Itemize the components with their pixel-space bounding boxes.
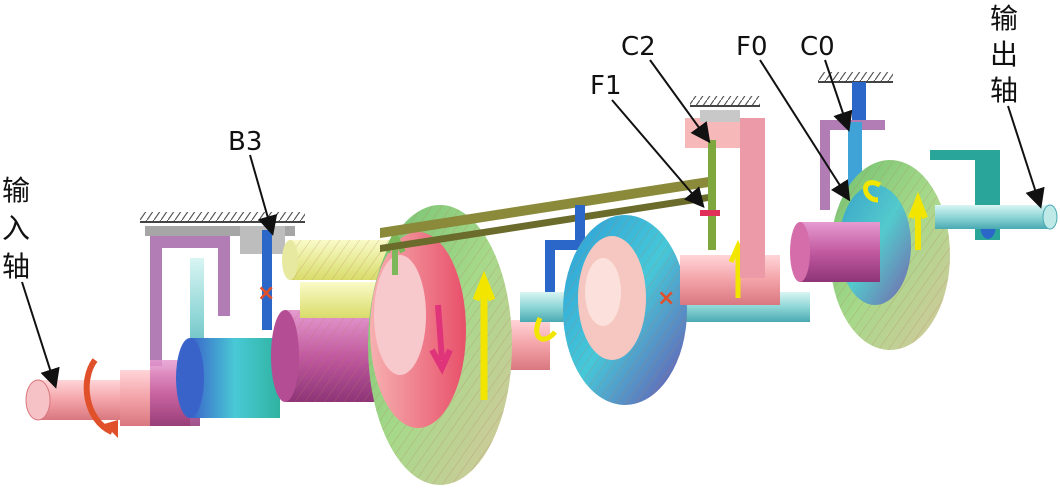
label-output-shaft: 输 出 轴 <box>990 2 1045 209</box>
f0-label: F0 <box>736 32 768 62</box>
output-shaft-char-3: 轴 <box>990 74 1018 107</box>
rotation-arrow-yellow-rear-top <box>863 180 882 203</box>
input-shaft-leader <box>21 281 60 389</box>
output-shaft <box>930 150 1058 240</box>
c0-leader <box>824 59 853 132</box>
label-f1: F1 <box>590 71 705 209</box>
rotation-arrow-yellow <box>472 270 496 400</box>
rotation-arrow-yellow-small <box>534 316 557 342</box>
c0-label: C0 <box>800 32 835 62</box>
b3-leader <box>249 154 278 236</box>
c2-label: C2 <box>621 32 656 62</box>
clutch-c2-housing <box>685 110 765 278</box>
sun-gear-rear <box>790 222 880 282</box>
label-b3: B3 <box>228 127 278 236</box>
curved-arrow-icon <box>83 358 114 435</box>
f1-leader <box>611 99 705 209</box>
label-c0: C0 <box>800 32 853 132</box>
output-shaft-char-1: 输 <box>990 2 1018 35</box>
b3-label: B3 <box>228 127 262 157</box>
input-shaft-char-3: 轴 <box>2 250 30 283</box>
ground-hatch-icon <box>140 212 305 223</box>
f0-leader <box>759 59 851 202</box>
rotation-arrow-magenta <box>429 304 453 375</box>
label-f0: F0 <box>736 32 851 202</box>
f1-x-marker: × <box>657 286 675 311</box>
sun-gear-front <box>271 310 380 402</box>
c2-leader <box>649 59 711 144</box>
input-shaft <box>25 360 200 426</box>
output-shaft-char-2: 出 <box>990 38 1018 71</box>
rear-carrier-frame <box>545 205 605 320</box>
output-shaft-leader <box>1007 105 1045 209</box>
planet-gears-front <box>282 240 390 318</box>
input-shaft-char-1: 输 <box>2 174 30 207</box>
clutch-drum-blue <box>176 338 280 418</box>
input-shaft-char-2: 入 <box>2 212 30 245</box>
rotation-arrow-yellow-rear <box>908 191 928 250</box>
connecting-drum <box>380 176 715 252</box>
f1-label: F1 <box>590 71 622 101</box>
ground-hatch-icon <box>690 96 760 107</box>
b3-x-marker: × <box>257 281 275 306</box>
curved-arrow-head <box>104 420 118 438</box>
label-input-shaft: 输 入 轴 <box>2 174 60 389</box>
label-c2: C2 <box>621 32 711 144</box>
ring-gear-middle <box>563 215 687 405</box>
